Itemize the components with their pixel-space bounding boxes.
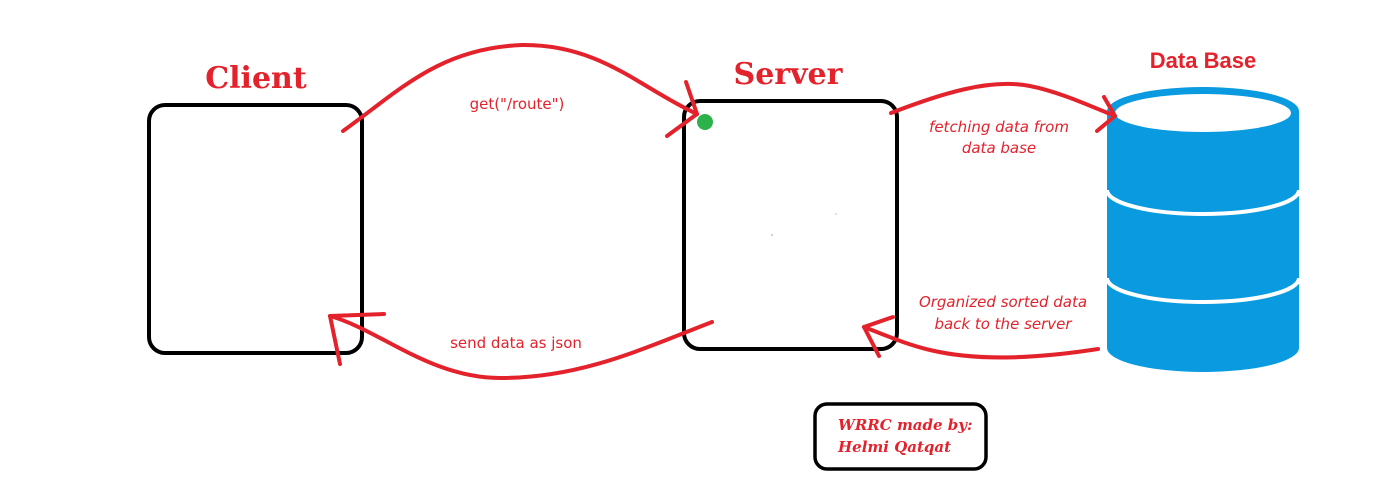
server-speck-2 [835,213,837,215]
credit-line1: WRRC made by: [838,416,973,434]
server-title: Server [734,57,844,92]
fetch-label-line1: fetching data from [929,118,1069,136]
return-label-line1: Organized sorted data [919,293,1087,311]
server-box [682,99,899,351]
server-status-dot [697,114,713,130]
credit-box [813,402,988,471]
database-cylinder-icon [1105,87,1301,372]
request-label: get("/route") [470,95,565,113]
client-box [147,103,364,355]
credit-line2: Helmi Qatqat [837,438,951,456]
fetch-label-line2: data base [962,139,1036,157]
client-title: Client [205,61,307,96]
server-speck-1 [771,234,773,236]
response-arrow [328,312,714,380]
fetch-arrow [889,81,1117,133]
request-arrow [341,42,699,138]
response-label: send data as json [450,334,582,352]
database-title: Data Base [1150,48,1256,73]
return-arrow [862,315,1100,360]
return-label-line2: back to the server [934,315,1072,333]
